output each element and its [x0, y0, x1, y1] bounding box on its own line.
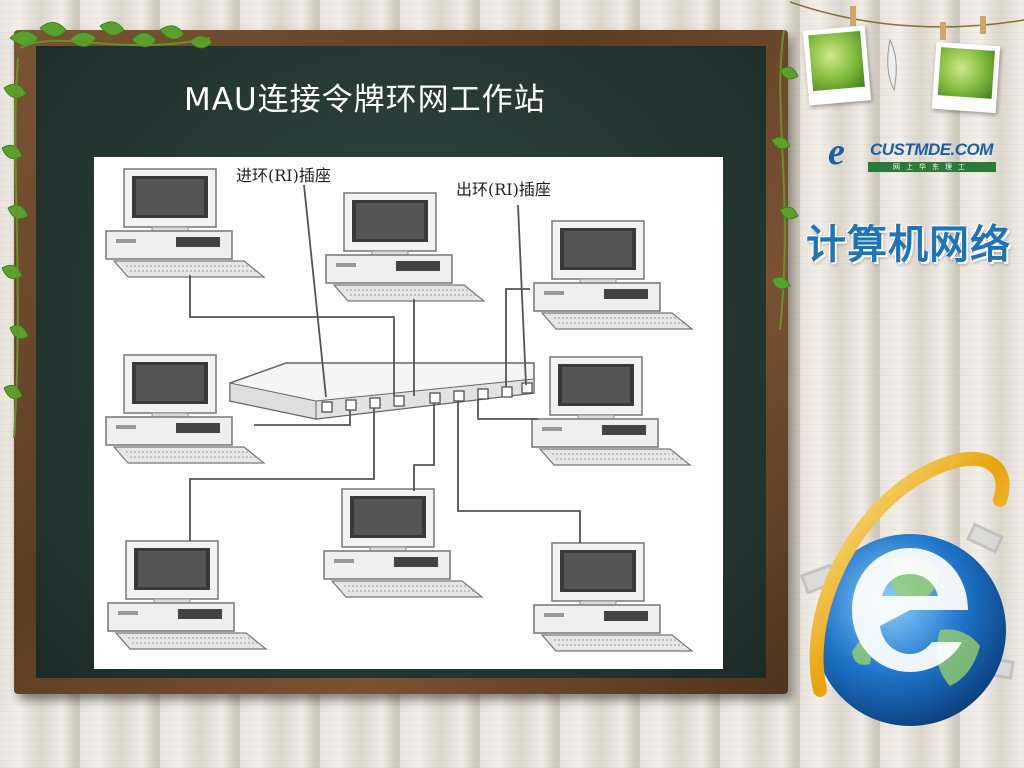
ring-in-label: 进环(RI)插座	[236, 166, 331, 185]
workstation-4	[105, 354, 265, 464]
brand-logo-subtext: 网上华东理工	[868, 162, 996, 172]
mau-hub	[229, 362, 535, 420]
globe-ie-icon	[799, 451, 1015, 726]
workstation-3	[533, 220, 693, 330]
diagram-svg: 进环(RI)插座 出环(RI)插座	[105, 166, 693, 652]
workstation-5	[531, 356, 691, 466]
ring-out-label: 出环(RI)插座	[456, 180, 551, 199]
workstation-6	[107, 540, 267, 650]
cables	[189, 184, 581, 543]
workstation-1	[105, 168, 265, 278]
course-title: 计算机网络	[806, 222, 1011, 268]
photo-clip-icon	[850, 6, 856, 26]
brand-logo: e CUSTMDE.COM 网上华东理工	[828, 131, 998, 180]
workstation-2	[325, 192, 485, 302]
photo-2	[931, 41, 1001, 114]
brand-logo-text: CUSTMDE.COM	[870, 140, 993, 159]
brand-logo-e: e	[828, 131, 845, 173]
workstation-8	[533, 542, 693, 652]
network-diagram: 进环(RI)插座 出环(RI)插座	[94, 157, 723, 669]
photo-1	[802, 25, 872, 106]
slide-title: MAU连接令牌环网工作站	[184, 82, 546, 118]
clothesline-icon	[790, 1, 1024, 92]
